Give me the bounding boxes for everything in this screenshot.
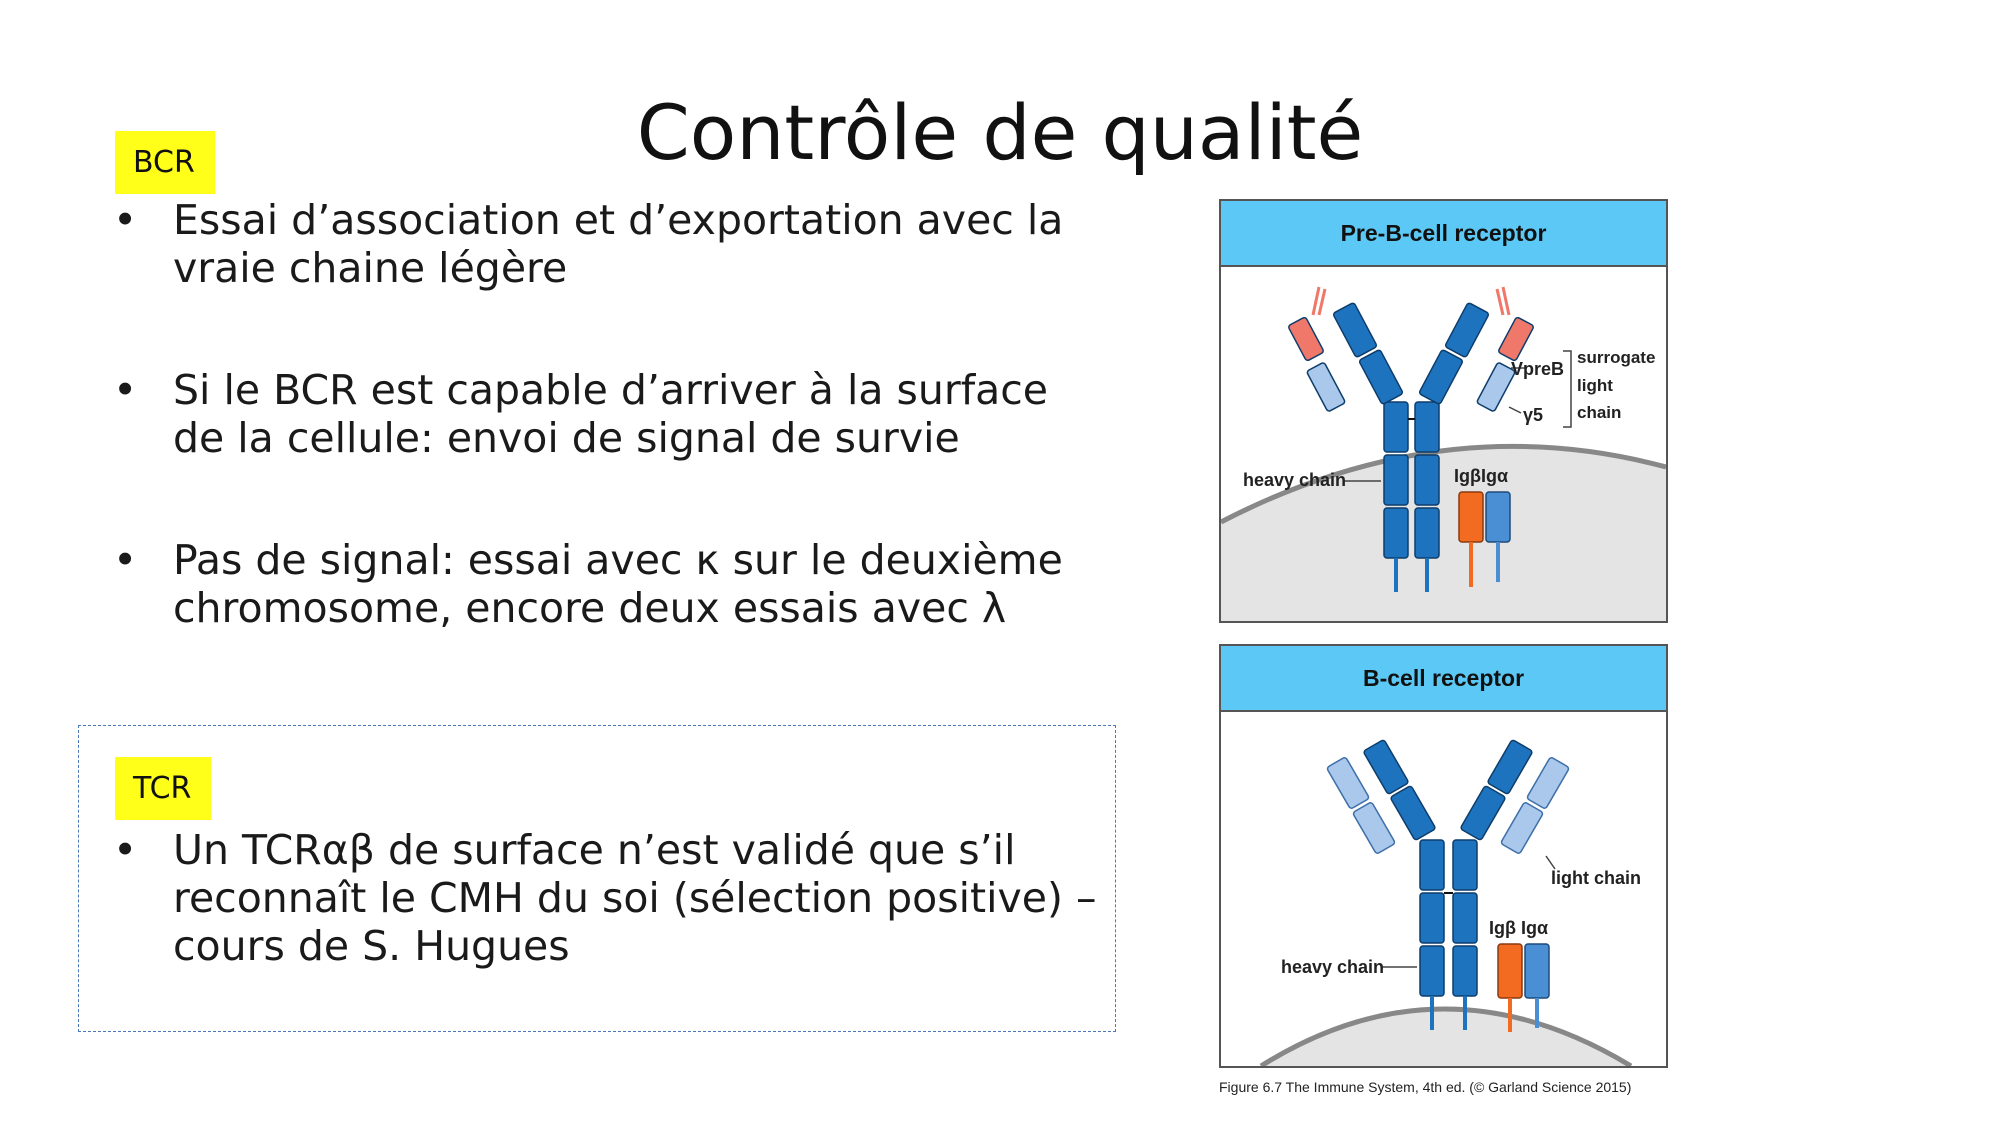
bcr-bullet-list: Essai d’association et d’exportation ave… <box>110 196 1110 706</box>
surrogate-label-2: light <box>1577 376 1613 395</box>
ig-label: Igβ Igα <box>1489 918 1548 938</box>
tcr-bullet-list: Un TCRαβ de surface n’est validé que s’i… <box>110 826 1110 970</box>
surrogate-label-3: chain <box>1577 403 1621 422</box>
heavy-chain-label: heavy chain <box>1281 957 1384 977</box>
tcr-tag: TCR <box>115 757 212 820</box>
bcr-bullet-2: Si le BCR est capable d’arriver à la sur… <box>110 366 1110 462</box>
pre-b-cell-receptor-diagram: heavy chain IgβIgα VpreB γ5 surrogate li… <box>1221 286 1666 621</box>
b-cell-receptor-title: B-cell receptor <box>1221 646 1666 712</box>
tcr-bullet-1: Un TCRαβ de surface n’est validé que s’i… <box>110 826 1110 970</box>
slide-title: Contrôle de qualité <box>636 88 1364 177</box>
figure-caption: Figure 6.7 The Immune System, 4th ed. (©… <box>1219 1079 1632 1095</box>
pre-b-cell-receptor-title: Pre-B-cell receptor <box>1221 201 1666 267</box>
pre-b-cell-receptor-panel: Pre-B-cell receptor <box>1219 199 1668 623</box>
vpreb-label: VpreB <box>1511 359 1564 379</box>
tcr-box <box>78 725 1116 1032</box>
bcr-bullet-3: Pas de signal: essai avec κ sur le deuxi… <box>110 536 1110 632</box>
heavy-chain-label: heavy chain <box>1243 470 1346 490</box>
b-cell-receptor-diagram: heavy chain Igβ Igα light chain <box>1259 739 1641 1066</box>
ig-label: IgβIgα <box>1454 466 1508 486</box>
surrogate-label-1: surrogate <box>1577 348 1655 367</box>
bcr-tag: BCR <box>115 131 215 194</box>
bcr-bullet-1: Essai d’association et d’exportation ave… <box>110 196 1110 292</box>
lambda5-label: γ5 <box>1523 405 1543 425</box>
b-cell-receptor-panel: B-cell receptor <box>1219 644 1668 1068</box>
light-chain-label: light chain <box>1551 868 1641 888</box>
